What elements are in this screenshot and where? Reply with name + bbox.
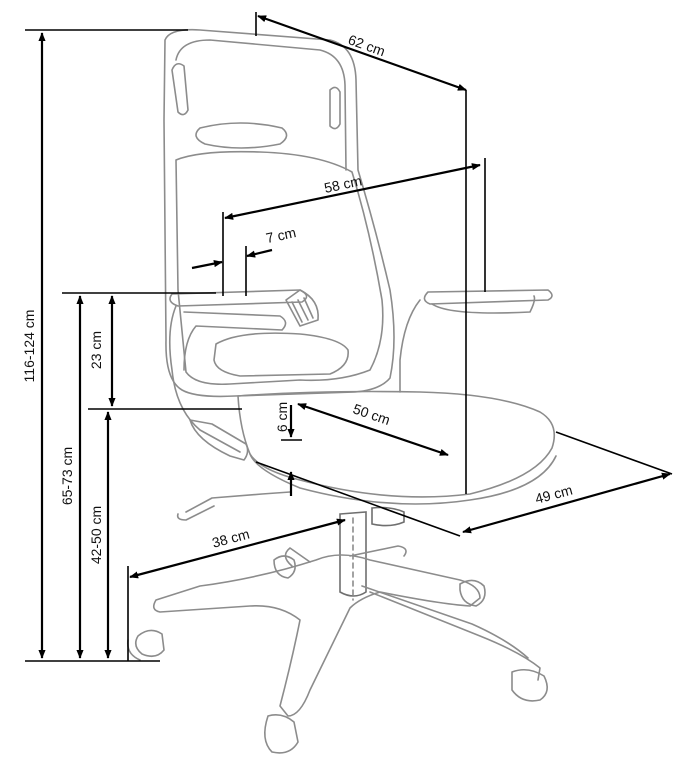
- seat-depth-arrow: [297, 402, 449, 457]
- dimension-arrows: [38, 14, 671, 659]
- dimension-labels: 116-124 cm 65-73 cm 42-50 cm 23 cm 62 cm…: [21, 31, 574, 564]
- chair-illustration: [126, 28, 557, 754]
- overall-width-label: 58 cm: [323, 172, 364, 196]
- armrest-above-seat-label: 23 cm: [88, 331, 104, 369]
- seat-thickness-label: 6 cm: [274, 402, 290, 432]
- seat-width-arrow: [462, 472, 671, 534]
- armrest-height-label: 65-73 cm: [59, 447, 75, 505]
- total-height-label: 116-124 cm: [21, 310, 37, 383]
- extension-lines: [25, 12, 673, 662]
- seat-height-label: 42-50 cm: [88, 506, 104, 564]
- armrest-width-arrow-left: [191, 260, 223, 270]
- armrest-width-label: 7 cm: [264, 224, 297, 246]
- overall-width-arrow: [224, 163, 481, 220]
- backrest-depth-arrow: [257, 14, 467, 92]
- base-radius-arrow: [129, 518, 346, 579]
- armrest-width-arrow-right: [246, 248, 273, 258]
